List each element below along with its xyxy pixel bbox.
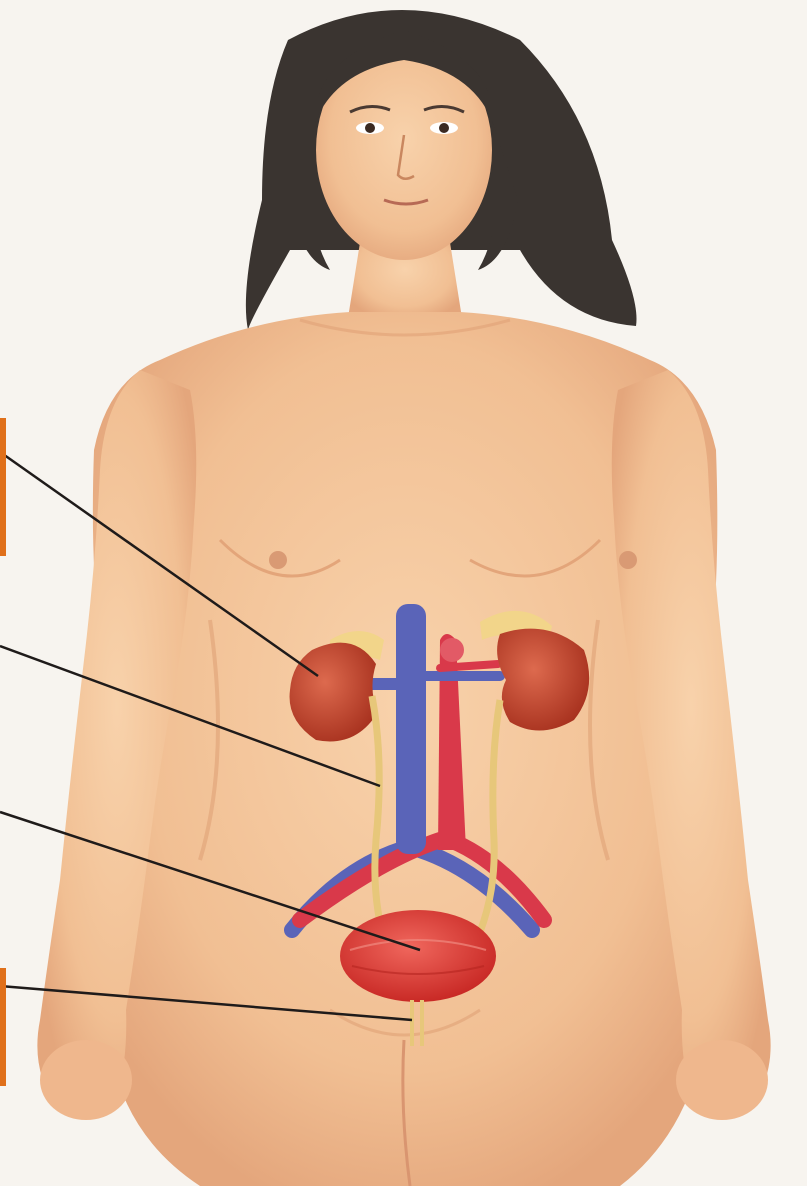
label-marker-lower [0, 968, 6, 1086]
vena-cava [396, 604, 426, 854]
urinary-bladder [340, 910, 496, 1002]
label-marker-upper [0, 418, 6, 556]
kidney-right [497, 629, 589, 731]
